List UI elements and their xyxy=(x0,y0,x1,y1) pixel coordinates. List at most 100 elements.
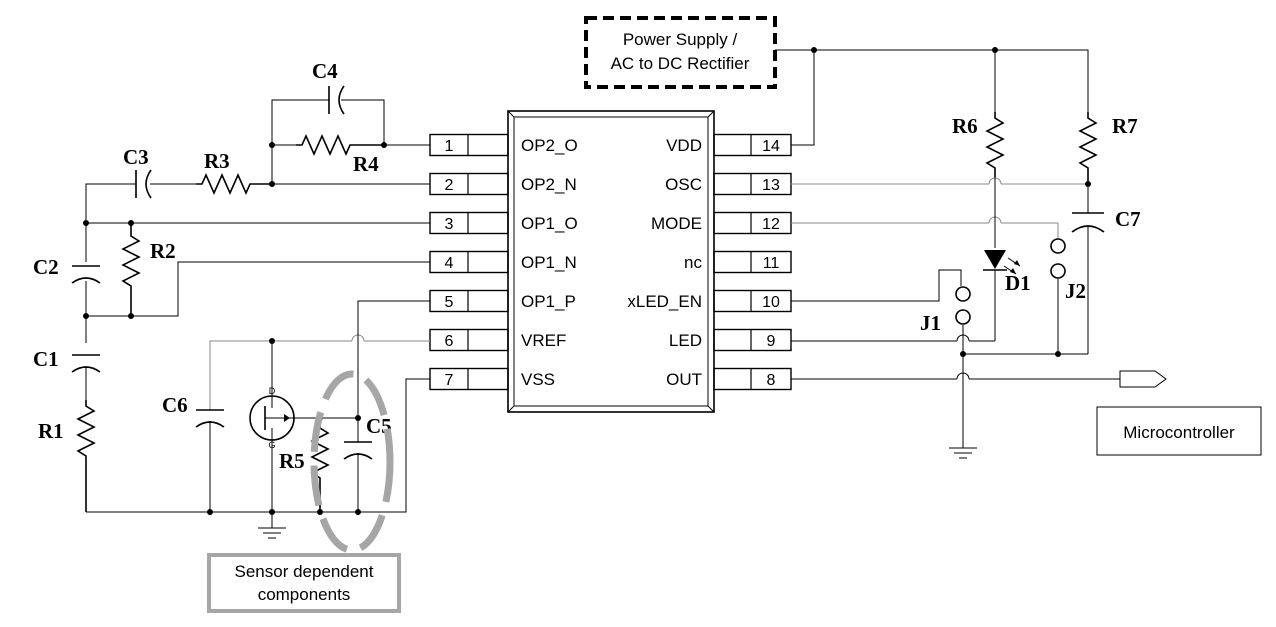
label-r4: R4 xyxy=(353,152,379,176)
ic-pin-number: 2 xyxy=(445,177,454,194)
ic-pin-name: VDD xyxy=(666,136,702,155)
ic-pin-number: 8 xyxy=(767,372,776,389)
ic-pin-name: OP1_O xyxy=(521,214,578,233)
mode-net xyxy=(791,216,1059,238)
ic-pin-14: 14 VDD xyxy=(666,133,792,157)
jumper-j2: J2 xyxy=(1050,238,1086,354)
ic-left-pins: 1 OP2_O 2 OP2_N 3 OP1_O 4 OP1_N 5 OP1_P 6 VREF 7 VSS xyxy=(429,133,578,391)
ic-pin-9: 9 LED xyxy=(669,328,792,352)
capacitor-c4: C4 xyxy=(312,59,345,115)
resistor-r7: R7 xyxy=(1078,112,1138,184)
vdd-rail xyxy=(775,47,1089,146)
ic-pin-12: 12 MODE xyxy=(651,211,792,235)
ic-pin-8: 8 OUT xyxy=(666,367,792,391)
sensor-box-line1: Sensor dependent xyxy=(235,562,374,581)
ic-pin-3: 3 OP1_O xyxy=(429,211,578,235)
vref-net xyxy=(209,334,430,410)
ic-pin-number: 9 xyxy=(767,333,776,350)
ic-pin-name: OSC xyxy=(665,175,702,194)
ic-pin-name: nc xyxy=(684,253,702,272)
ic-pin-4: 4 OP1_N xyxy=(429,250,577,274)
resistor-r2: R2 xyxy=(150,239,176,263)
label-c6: C6 xyxy=(162,393,188,417)
ic-pin-number: 10 xyxy=(762,294,780,311)
label-c3: C3 xyxy=(123,145,149,169)
capacitor-c2: C2 xyxy=(33,255,101,284)
ic-pin-11: 11 nc xyxy=(684,250,792,274)
resistor-r3: R3 xyxy=(204,149,230,173)
capacitor-c5: C5 xyxy=(320,300,430,512)
ic-pin-1: 1 OP2_O xyxy=(429,133,578,157)
ic-pin-name: OP2_N xyxy=(521,175,577,194)
osc-net xyxy=(791,177,1091,213)
label-c4: C4 xyxy=(312,59,338,83)
ic-pin-10: 10 xLED_EN xyxy=(627,289,792,313)
led-d1: D1 xyxy=(983,250,1031,341)
resistor-r1: R1 xyxy=(38,400,96,512)
jumper-j1: J1 xyxy=(920,286,971,335)
ic-pin-number: 11 xyxy=(763,255,780,272)
sensor-transistor: D G xyxy=(249,386,320,512)
xled-en-net xyxy=(791,269,962,302)
label-r6: R6 xyxy=(952,114,978,138)
ic-pin-number: 4 xyxy=(445,255,454,272)
power-supply-box: Power Supply / AC to DC Rectifier xyxy=(584,16,777,89)
capacitor-c7: C7 xyxy=(1071,207,1141,354)
ic-pin-name: OP1_P xyxy=(521,292,576,311)
op2-feedback-network xyxy=(269,99,430,184)
ic-pin-number: 7 xyxy=(445,372,454,389)
power-supply-label-line2: AC to DC Rectifier xyxy=(611,54,750,73)
ic-pin-number: 1 xyxy=(445,138,454,155)
ic-pin-name: VSS xyxy=(521,370,555,389)
sensor-pin-g: G xyxy=(268,440,275,450)
ic-pin-name: MODE xyxy=(651,214,702,233)
ic-pin-number: 13 xyxy=(762,177,780,194)
label-c1: C1 xyxy=(33,347,59,371)
sensor-box-line2: components xyxy=(258,585,351,604)
sensor-dependent-highlight: Sensor dependent components xyxy=(207,370,401,613)
ic-pin-13: 13 OSC xyxy=(665,172,792,196)
label-r3: R3 xyxy=(204,149,230,173)
ground-rail xyxy=(86,378,430,539)
ic-pin-number: 12 xyxy=(762,216,780,233)
ic-pin-6: 6 VREF xyxy=(429,328,566,352)
label-r7: R7 xyxy=(1112,114,1138,138)
ic-pin-name: OUT xyxy=(666,370,702,389)
ic-pin-name: xLED_EN xyxy=(627,292,702,311)
ic-pin-7: 7 VSS xyxy=(429,367,555,391)
ic-pin-name: VREF xyxy=(521,331,566,350)
out-net xyxy=(791,370,1167,388)
capacitor-c6: C6 xyxy=(162,393,225,512)
op2-input-network xyxy=(85,173,430,223)
label-d1: D1 xyxy=(1005,271,1031,295)
led-net xyxy=(791,334,1088,357)
label-j2: J2 xyxy=(1065,279,1086,303)
op1-output-network xyxy=(83,220,430,343)
label-c2: C2 xyxy=(33,255,59,279)
ic-pin-number: 14 xyxy=(762,138,780,155)
ic-pin-5: 5 OP1_P xyxy=(429,289,576,313)
ic-pin-number: 5 xyxy=(445,294,454,311)
power-supply-label-line1: Power Supply / xyxy=(623,30,738,49)
label-r5: R5 xyxy=(279,449,305,473)
label-c7: C7 xyxy=(1115,207,1141,231)
ic-pin-number: 6 xyxy=(445,333,454,350)
ic-pin-2: 2 OP2_N xyxy=(429,172,577,196)
ground-right xyxy=(949,354,977,459)
ic-pin-number: 3 xyxy=(445,216,454,233)
ic-right-pins: 14 VDD 13 OSC 12 MODE 11 nc 10 xLED_EN 9 LED 8 OUT xyxy=(627,133,792,391)
resistor-r4: R4 xyxy=(353,152,379,176)
label-r2: R2 xyxy=(150,239,176,263)
label-r1: R1 xyxy=(38,419,64,443)
capacitor-c3: C3 xyxy=(123,145,152,199)
capacitor-c1: C1 xyxy=(33,347,101,400)
ic-pin-name: LED xyxy=(669,331,702,350)
microcontroller-box: Microcontroller xyxy=(1096,406,1262,456)
ic-pin-name: OP2_O xyxy=(521,136,578,155)
microcontroller-label: Microcontroller xyxy=(1123,423,1235,442)
sensor-pin-d: D xyxy=(269,386,276,396)
ic-pin-name: OP1_N xyxy=(521,253,577,272)
resistor-r6: R6 xyxy=(952,112,1005,178)
label-j1: J1 xyxy=(920,311,941,335)
